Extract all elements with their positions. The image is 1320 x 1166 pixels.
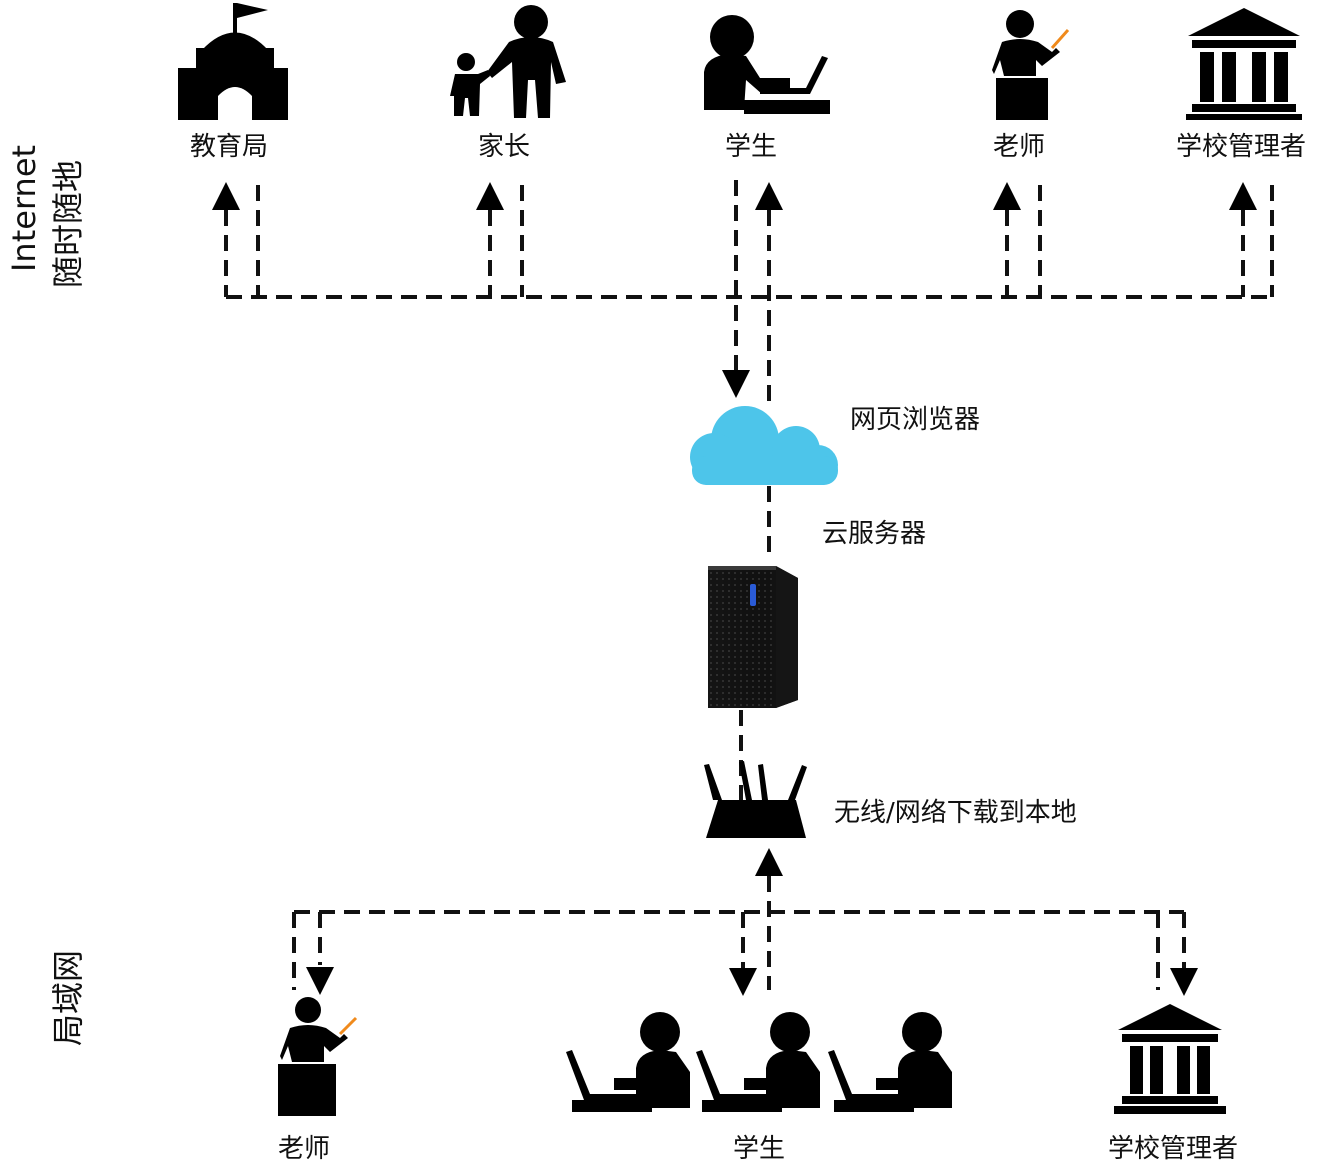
parent-icon — [450, 5, 566, 118]
label-student: 学生 — [725, 132, 778, 162]
label-lan-teacher: 老师 — [278, 1134, 331, 1164]
education-bureau-icon — [178, 3, 288, 120]
label-cloud-server: 云服务器 — [822, 519, 927, 549]
lan-arrowheads — [306, 848, 1198, 996]
label-teacher: 老师 — [993, 132, 1046, 162]
server-icon — [708, 566, 798, 708]
label-web-browser: 网页浏览器 — [850, 405, 981, 435]
label-lan-students: 学生 — [733, 1134, 786, 1164]
lan-teacher-icon — [278, 997, 358, 1116]
internet-side-label: Internet — [5, 144, 43, 272]
lan-side-label: 局域网 — [49, 949, 87, 1046]
student-laptop-icon — [704, 15, 830, 114]
anytime-anywhere-label: 随时随地 — [49, 159, 87, 288]
lan-student-icon — [696, 1012, 820, 1112]
internet-arrowheads — [212, 182, 1257, 398]
label-education-bureau: 教育局 — [190, 132, 269, 162]
label-parent: 家长 — [478, 132, 531, 162]
label-lan-school-admin: 学校管理者 — [1108, 1134, 1239, 1164]
lan-connection-lines — [292, 876, 1186, 990]
internet-connection-lines — [224, 180, 1274, 410]
lan-student-icon — [828, 1012, 952, 1112]
cloud-icon — [690, 406, 838, 485]
lan-school-admin-icon — [1114, 1004, 1226, 1114]
teacher-icon — [992, 10, 1070, 120]
school-admin-icon — [1186, 8, 1302, 120]
lan-student-icon — [566, 1012, 690, 1112]
label-router: 无线/网络下载到本地 — [834, 798, 1077, 828]
router-icon — [704, 761, 807, 838]
label-school-admin: 学校管理者 — [1176, 132, 1307, 162]
